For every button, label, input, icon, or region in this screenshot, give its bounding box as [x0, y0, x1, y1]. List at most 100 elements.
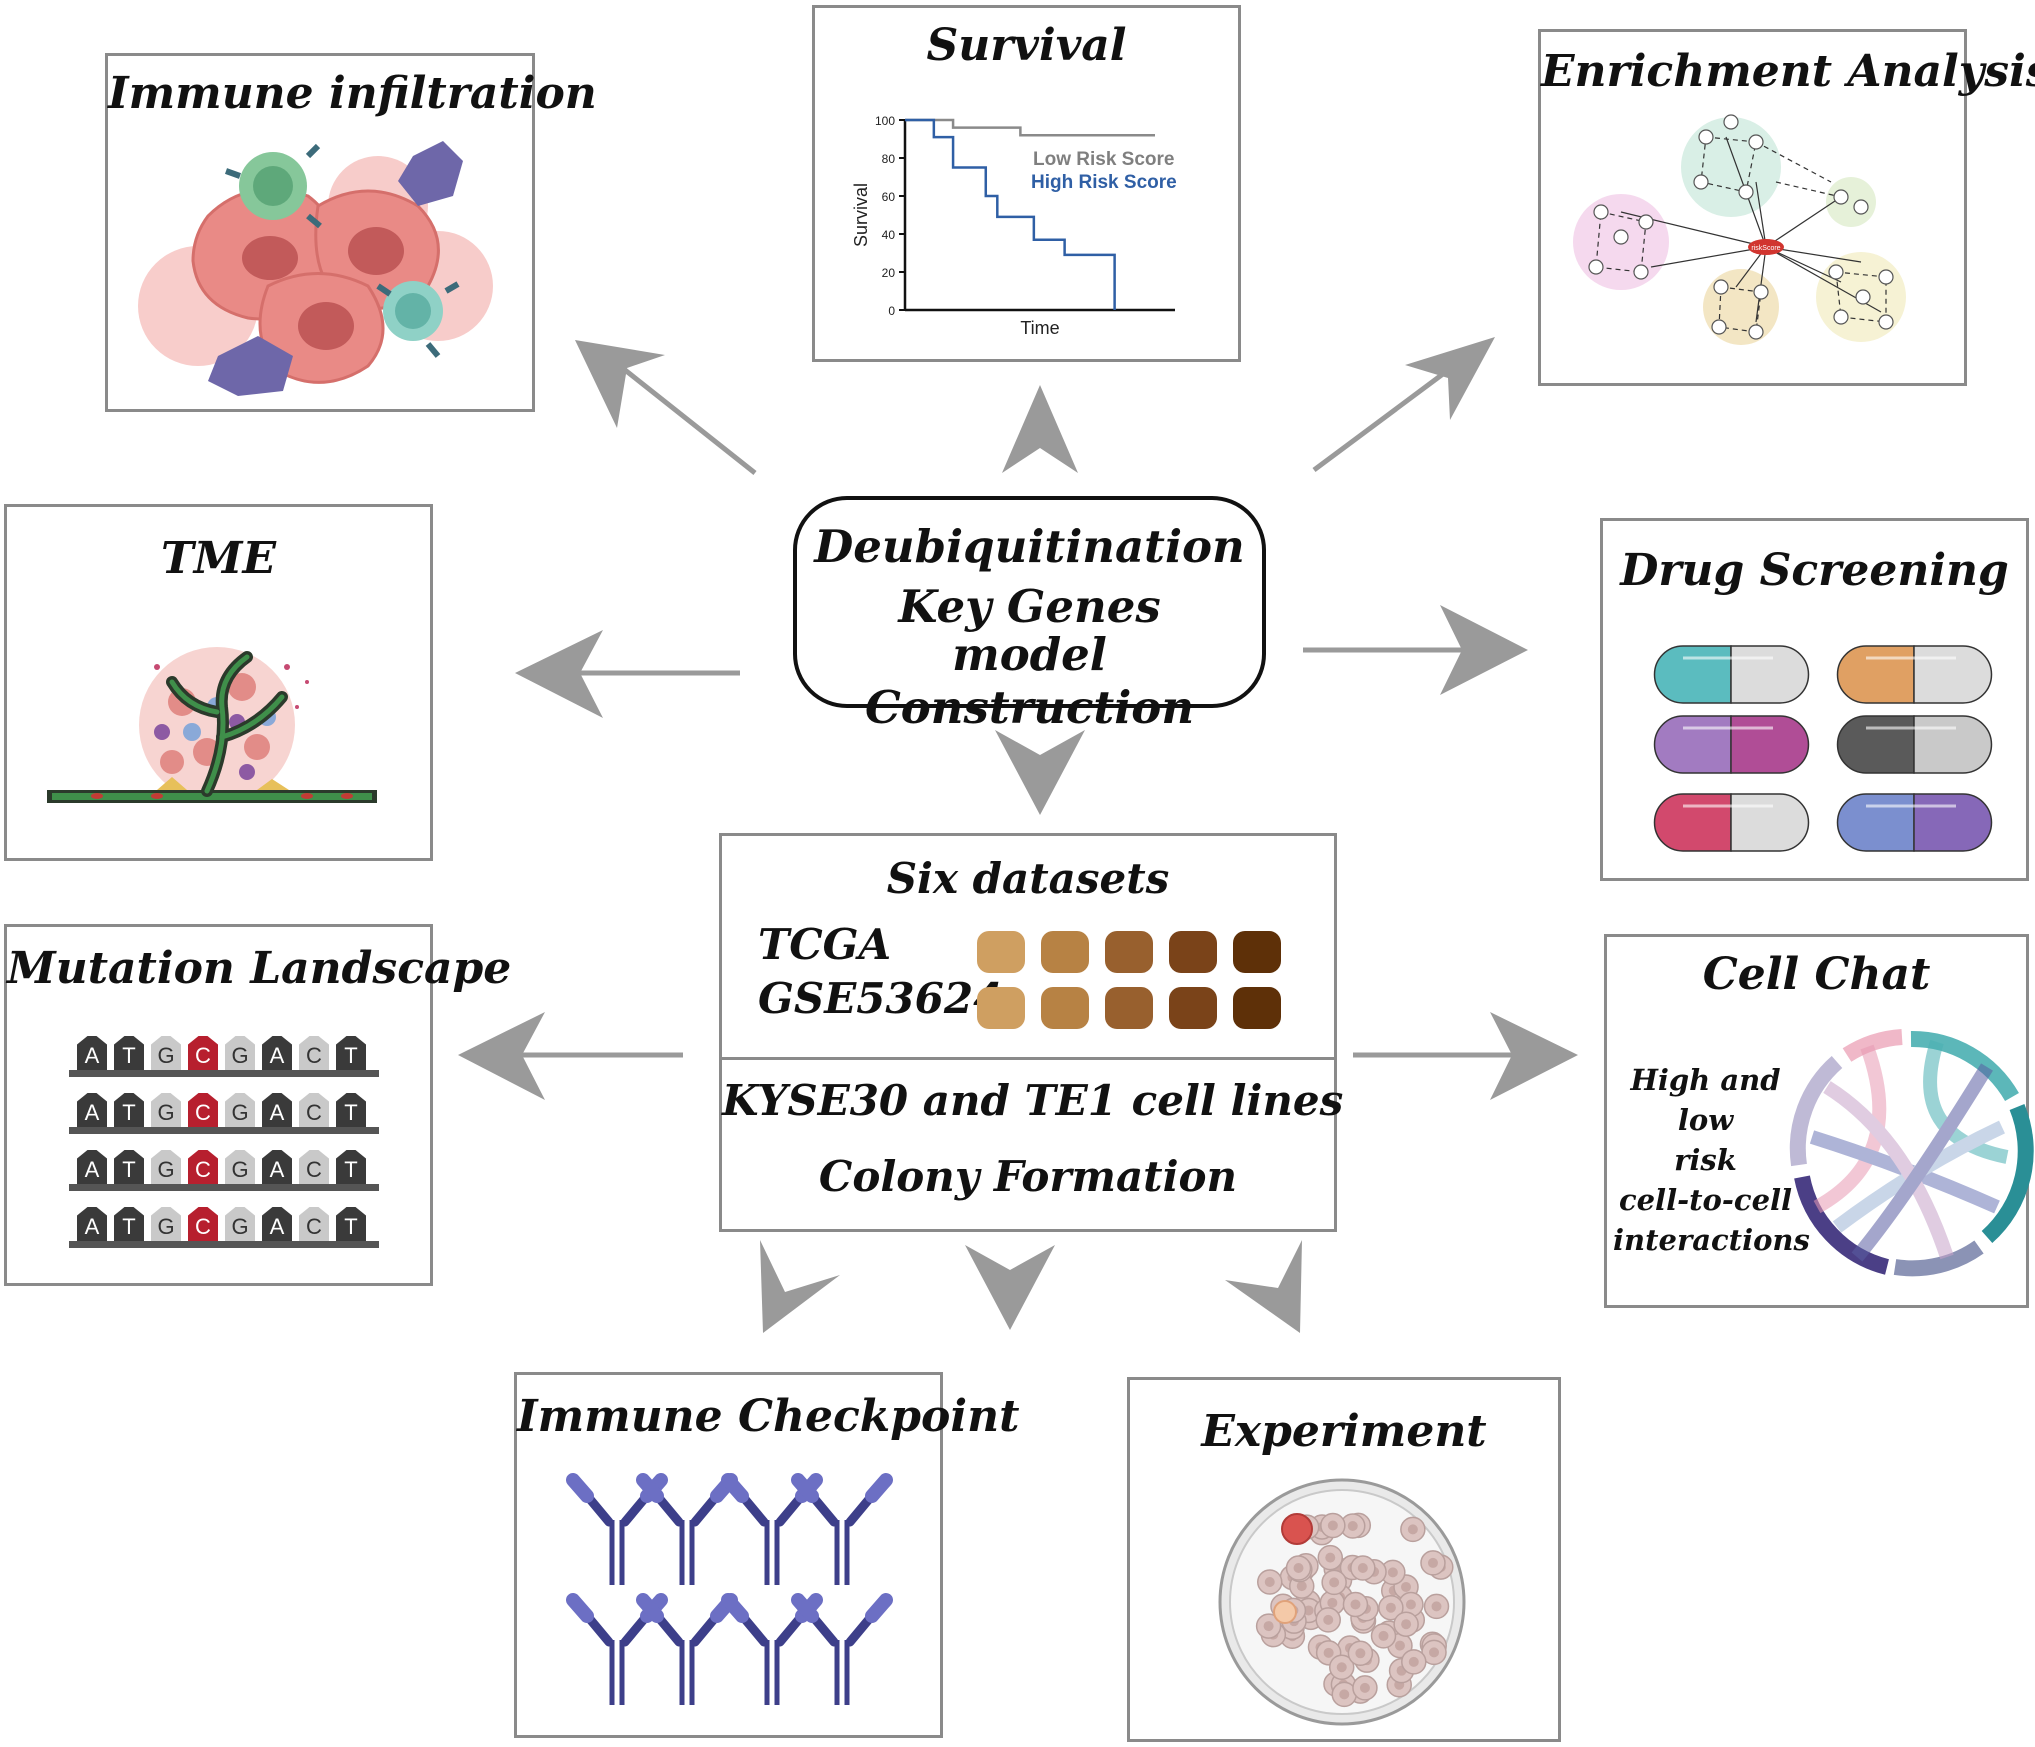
dataset-swatch — [977, 987, 1025, 1029]
panel-title: Immune Checkpoint — [517, 1391, 1020, 1442]
nucleotide-a: A — [77, 1036, 107, 1070]
nucleotide-a: A — [262, 1093, 292, 1127]
low-risk-curve — [905, 118, 1155, 137]
cell-chat-text-2: risk — [1674, 1143, 1737, 1177]
nucleotide-c: C — [299, 1207, 329, 1241]
panel-immune-infiltration: Immune infiltration — [105, 53, 597, 412]
center-line-1: Deubiquitination — [814, 520, 1245, 573]
nucleotide-c: C — [188, 1093, 218, 1127]
nucleotide-c: C — [299, 1150, 329, 1184]
nucleotide-c: C — [188, 1207, 218, 1241]
panel-immune-checkpoint: Immune Checkpoint — [514, 1372, 1020, 1738]
panel-drug-screening: Drug Screening — [1600, 518, 2029, 881]
panel-title: Immune infiltration — [108, 68, 597, 119]
nucleotide-a: A — [262, 1036, 292, 1070]
high-risk-curve — [905, 118, 1116, 310]
nucleotide-t: T — [114, 1093, 144, 1127]
t-cell-icon-2 — [376, 281, 460, 358]
tumor-microenvironment-illustration — [47, 647, 377, 803]
nucleotide-a: A — [77, 1207, 107, 1241]
panel-tme: TME — [4, 504, 433, 861]
nucleotide-g: G — [151, 1150, 181, 1184]
dataset-swatch — [1041, 931, 1089, 973]
y-tick-label: 80 — [882, 152, 896, 166]
t-cell-icon — [224, 143, 322, 229]
y-axis-label: Survival — [851, 183, 871, 247]
chord-diagram — [1789, 1029, 2034, 1277]
cell-chat-description: High and low risk cell-to-cell interacti… — [1613, 1060, 1810, 1260]
panel-experiment: Experiment — [1127, 1377, 1561, 1742]
nucleotide-t: T — [336, 1093, 366, 1127]
antibody-icon — [636, 1593, 738, 1705]
arrowhead-mutation — [458, 1012, 545, 1100]
y-tick-label: 20 — [882, 266, 896, 280]
panel-title: Mutation Landscape — [7, 943, 512, 994]
cell-chat-text-1: High and low — [1630, 1063, 1781, 1137]
x-axis-label: Time — [1020, 318, 1059, 338]
panel-six-datasets: Six datasets TCGA GSE53624 KYSE30 and TE… — [719, 833, 1343, 1232]
panel-title: Drug Screening — [1620, 545, 2009, 596]
center-line-2: Key Genes — [898, 580, 1161, 633]
nucleotide-g: G — [151, 1093, 181, 1127]
enrichment-network: riskScore — [1573, 114, 1906, 345]
nucleotide-c: C — [299, 1093, 329, 1127]
dna-strand — [69, 1070, 379, 1077]
arrowhead-enrichment — [1405, 337, 1495, 420]
nucleotide-t: T — [336, 1036, 366, 1070]
y-tick-label: 100 — [875, 114, 895, 128]
capsule-icon — [1653, 645, 1732, 704]
arrow-enrichment — [1312, 362, 1457, 473]
panel-title: Survival — [926, 20, 1127, 71]
arrowhead-survival — [1002, 385, 1078, 473]
dataset-gse53624: GSE53624 — [758, 974, 1003, 1023]
dataset-swatch — [1169, 987, 1217, 1029]
y-tick-label: 0 — [888, 304, 895, 318]
cell-chat-text-3: cell-to-cell — [1618, 1183, 1793, 1217]
nucleotide-t: T — [114, 1207, 144, 1241]
nucleotide-t: T — [336, 1150, 366, 1184]
petri-dish-illustration — [1218, 1478, 1466, 1726]
nucleotide-a: A — [262, 1150, 292, 1184]
hub-node-label: riskScore — [1751, 245, 1780, 252]
divider — [722, 1057, 1334, 1060]
dataset-tcga: TCGA — [758, 920, 892, 969]
antibody-icon — [566, 1473, 668, 1585]
capsule-icon — [1836, 645, 1915, 704]
arrowhead-cellchat — [1490, 1012, 1578, 1100]
nucleotide-a: A — [77, 1093, 107, 1127]
arrowhead-immune-infiltration — [575, 340, 665, 428]
dataset-swatch — [1169, 931, 1217, 973]
capsule-icon — [1836, 715, 1915, 774]
panel-title: Enrichment Analysis — [1541, 46, 2035, 97]
nucleotide-c: C — [188, 1150, 218, 1184]
nucleotide-g: G — [225, 1207, 255, 1241]
dna-strand — [69, 1184, 379, 1191]
capsule-icon — [1653, 793, 1732, 852]
nucleotide-c: C — [299, 1036, 329, 1070]
legend-high-risk: High Risk Score — [1031, 172, 1177, 193]
capsule-icon — [1653, 715, 1732, 774]
nucleotide-g: G — [225, 1150, 255, 1184]
nucleotide-g: G — [151, 1036, 181, 1070]
dataset-swatch — [1041, 987, 1089, 1029]
arrowhead-drug — [1440, 605, 1528, 695]
dataset-swatch — [1233, 987, 1281, 1029]
dna-strand — [69, 1127, 379, 1134]
panel-title: Experiment — [1201, 1406, 1487, 1457]
nucleotide-t: T — [114, 1150, 144, 1184]
highlighted-colony — [1273, 1600, 1297, 1624]
arrowhead-experiment — [1225, 1240, 1302, 1333]
arrowhead-down-bottom — [965, 1245, 1055, 1330]
dataset-swatch — [1105, 987, 1153, 1029]
colony-formation-label: Colony Formation — [818, 1152, 1238, 1201]
capsule-icon — [1836, 793, 1915, 852]
dataset-swatch — [1233, 931, 1281, 973]
nucleotide-c: C — [188, 1036, 218, 1070]
nucleotide-t: T — [336, 1207, 366, 1241]
y-tick-label: 40 — [882, 228, 896, 242]
datasets-title: Six datasets — [886, 854, 1170, 903]
center-line-3: model Construction — [864, 628, 1195, 734]
dataset-swatch — [977, 931, 1025, 973]
